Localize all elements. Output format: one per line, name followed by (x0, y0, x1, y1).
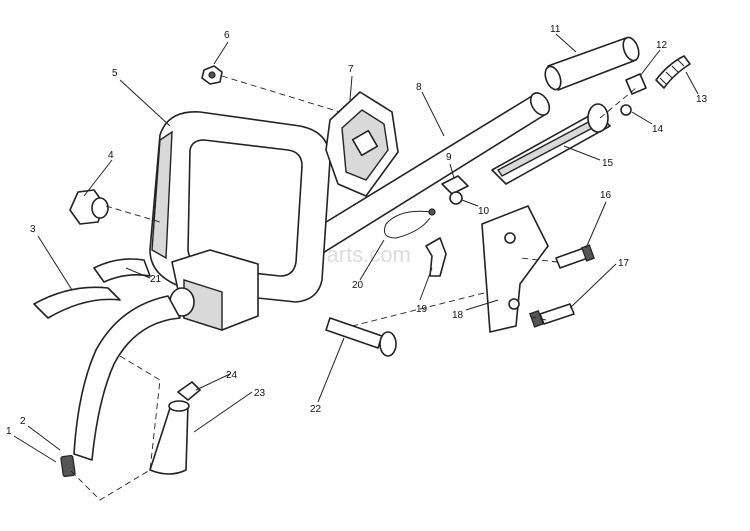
callout-4: 4 (108, 150, 114, 161)
part-13-spring (655, 55, 691, 89)
callout-12: 12 (656, 40, 668, 51)
callout-14: 14 (652, 124, 664, 135)
part-15-throttle-assembly (491, 103, 611, 185)
part-20-wire (383, 208, 436, 239)
callout-23: 23 (254, 388, 266, 399)
part-23-tube-sleeve (149, 400, 190, 475)
part-18-side-plate (481, 205, 549, 333)
callout-7: 7 (348, 64, 354, 75)
part-17-screw (529, 303, 575, 328)
part-16-screw (555, 244, 595, 269)
leader-lines (13, 33, 699, 463)
callout-3: 3 (30, 224, 36, 235)
callout-6: 6 (224, 30, 230, 41)
callout-9: 9 (446, 152, 452, 163)
callout-1: 1 (6, 426, 12, 437)
part-7-clamp-housing (325, 91, 399, 197)
part-1-lower-tube (60, 295, 181, 478)
callout-19: 19 (416, 304, 428, 315)
part-3-grip-sleeve (33, 258, 151, 319)
part-14-washer (620, 104, 632, 116)
callout-20: 20 (352, 280, 364, 291)
callout-17: 17 (618, 258, 630, 269)
callout-24: 24 (226, 370, 238, 381)
callout-labels: 1 2 3 4 5 6 7 8 9 10 11 12 13 14 15 16 1… (6, 24, 708, 437)
callout-13: 13 (696, 94, 708, 105)
assembly-lines (69, 75, 637, 501)
callout-15: 15 (602, 158, 614, 169)
callout-8: 8 (416, 82, 422, 93)
part-4-knob (69, 189, 109, 225)
callout-21: 21 (150, 274, 162, 285)
part-10-switch-nut (449, 191, 463, 205)
part-12-bushing (625, 73, 647, 95)
callout-11: 11 (550, 24, 561, 35)
part-22-bolt (325, 317, 397, 357)
callout-10: 10 (478, 206, 490, 217)
callout-5: 5 (112, 68, 118, 79)
part-21-handle-base (169, 249, 259, 331)
callout-22: 22 (310, 404, 322, 415)
callout-18: 18 (452, 310, 464, 321)
part-11-grip-tube (544, 36, 640, 91)
part-6-nut (201, 65, 223, 85)
callout-2: 2 (20, 416, 26, 427)
callout-16: 16 (600, 190, 612, 201)
part-19-trigger (425, 237, 447, 277)
part-9-switch (441, 175, 469, 195)
part-24-clip (177, 381, 201, 401)
